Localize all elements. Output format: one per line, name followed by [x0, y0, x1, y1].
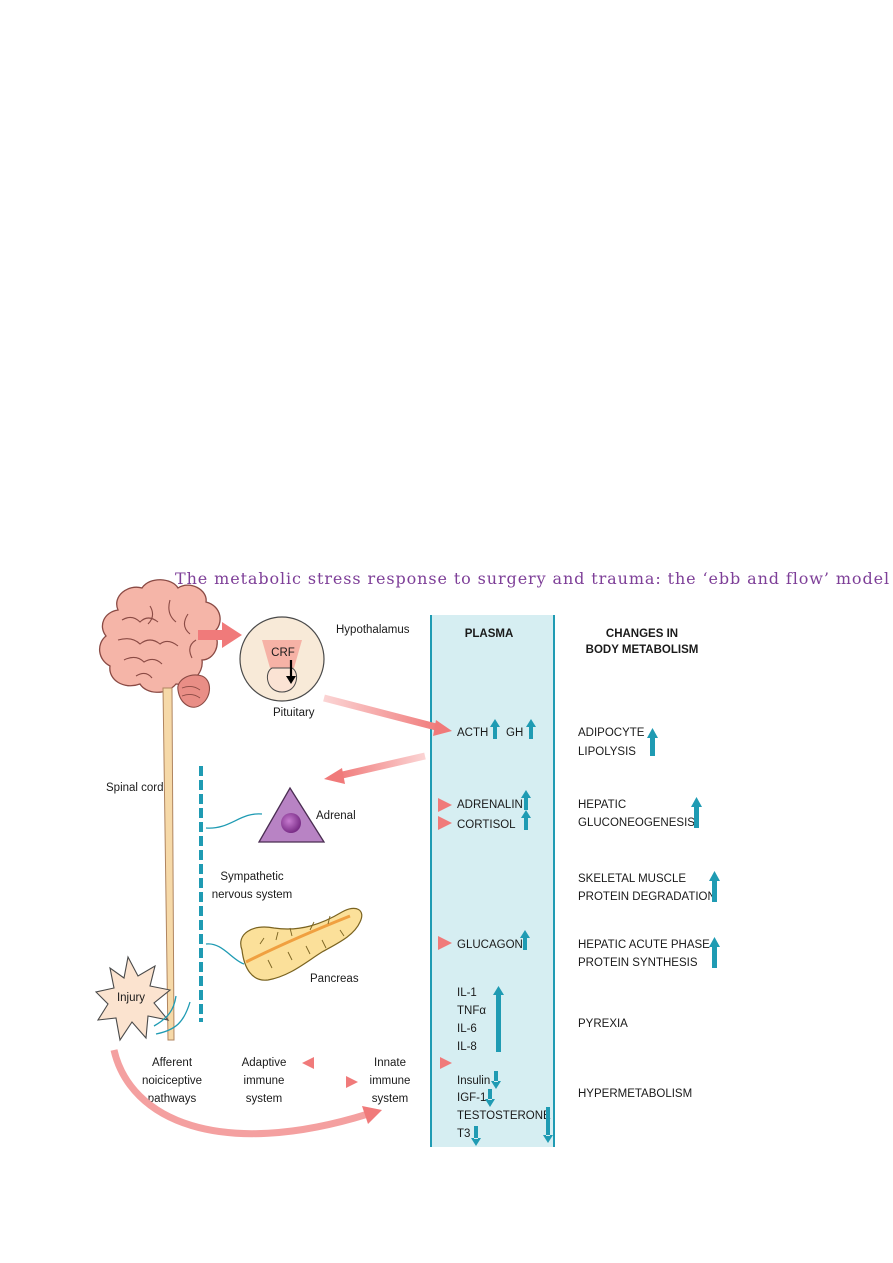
plasma-insulin: Insulin [457, 1075, 490, 1087]
cortisol-up-arrow [521, 810, 531, 830]
sympathetic-label-2: nervous system [212, 889, 293, 901]
brain-icon [99, 579, 221, 708]
plasma-glucagon: GLUCAGON [457, 939, 523, 951]
plasma-il6: IL-6 [457, 1023, 477, 1035]
adipocyte-line-1: ADIPOCYTE [578, 727, 645, 739]
brain-hypothalamus-arrow [198, 622, 242, 648]
adaptive-label-3: system [246, 1093, 282, 1105]
injury-innate-arrow [110, 1049, 370, 1138]
pancreas-nerve [205, 943, 245, 965]
sympathetic-label-1: Sympathetic [220, 871, 284, 883]
acth-adrenal-arrow [337, 752, 426, 780]
plasma-column [430, 615, 555, 1147]
skeletal-line-1: SKELETAL MUSCLE [578, 873, 686, 885]
gh-up-arrow [526, 719, 536, 739]
testosterone-down-arrow [543, 1107, 553, 1143]
adipocyte-up-arrow [647, 728, 658, 756]
hepatic-line-2: GLUCONEOGENESIS [578, 817, 695, 829]
afferent-label-1: Afferent [152, 1057, 193, 1069]
plasma-il8: IL-8 [457, 1041, 477, 1053]
changes-header-1: CHANGES IN [606, 628, 678, 640]
injury-icon [94, 955, 172, 1042]
insulin-down-arrow [491, 1071, 501, 1089]
adrenal-icon [257, 786, 326, 843]
spinal-cord [162, 687, 175, 1041]
gluconeogenesis-up-arrow [691, 797, 702, 828]
adaptive-label-2: immune [244, 1075, 285, 1087]
t3-down-arrow [471, 1126, 481, 1146]
plasma-tnf: TNFα [457, 1005, 486, 1017]
glucagon-up-arrow [520, 930, 530, 950]
afferent-nerve [153, 995, 191, 1035]
plasma-cortisol: CORTISOL [457, 819, 516, 831]
plasma-gh: GH [506, 727, 523, 739]
igf1-down-arrow [485, 1089, 495, 1107]
cytokines-up-arrow [493, 986, 504, 1052]
plasma-t3: T3 [457, 1128, 470, 1140]
plasma-header: PLASMA [465, 628, 514, 640]
acute-phase-line-1: HEPATIC ACUTE PHASE [578, 939, 710, 951]
afferent-label-3: pathways [148, 1093, 197, 1105]
afferent-label-2: noiciceptive [142, 1075, 202, 1087]
plasma-adrenalin: ADRENALIN [457, 799, 523, 811]
pancreas-label: Pancreas [310, 973, 359, 985]
pituitary-acth-arrow [323, 694, 441, 732]
hypermetabolism-label: HYPERMETABOLISM [578, 1088, 692, 1100]
protein-degradation-up-arrow [709, 871, 720, 902]
skeletal-line-2: PROTEIN DEGRADATION [578, 891, 716, 903]
pyrexia-label: PYREXIA [578, 1018, 628, 1030]
spinal-cord-label: Spinal cord [106, 782, 164, 794]
pancreas-icon [240, 907, 363, 981]
plasma-igf1: IGF-1 [457, 1092, 486, 1104]
adipocyte-line-2: LIPOLYSIS [578, 746, 636, 758]
changes-header-2: BODY METABOLISM [586, 644, 699, 656]
pituitary-label: Pituitary [273, 707, 315, 719]
acute-phase-line-2: PROTEIN SYNTHESIS [578, 957, 698, 969]
injury-label: Injury [117, 992, 145, 1004]
plasma-il1: IL-1 [457, 987, 477, 999]
hypothalamus-label: Hypothalamus [336, 624, 410, 636]
innate-label-2: immune [370, 1075, 411, 1087]
hepatic-line-1: HEPATIC [578, 799, 626, 811]
acth-up-arrow [490, 719, 500, 739]
adrenal-label: Adrenal [316, 810, 356, 822]
innate-label-3: system [372, 1093, 408, 1105]
protein-synthesis-up-arrow [709, 937, 720, 968]
plasma-acth: ACTH [457, 727, 488, 739]
hypothalamus-pituitary [239, 616, 325, 702]
plasma-testosterone: TESTOSTERONE [457, 1110, 551, 1122]
innate-label-1: Innate [374, 1057, 406, 1069]
figure-title: The metabolic stress response to surgery… [175, 569, 890, 588]
adrenalin-up-arrow [521, 790, 531, 810]
adaptive-label-1: Adaptive [242, 1057, 287, 1069]
adrenal-nerve [205, 813, 263, 829]
crf-label: CRF [271, 647, 295, 659]
